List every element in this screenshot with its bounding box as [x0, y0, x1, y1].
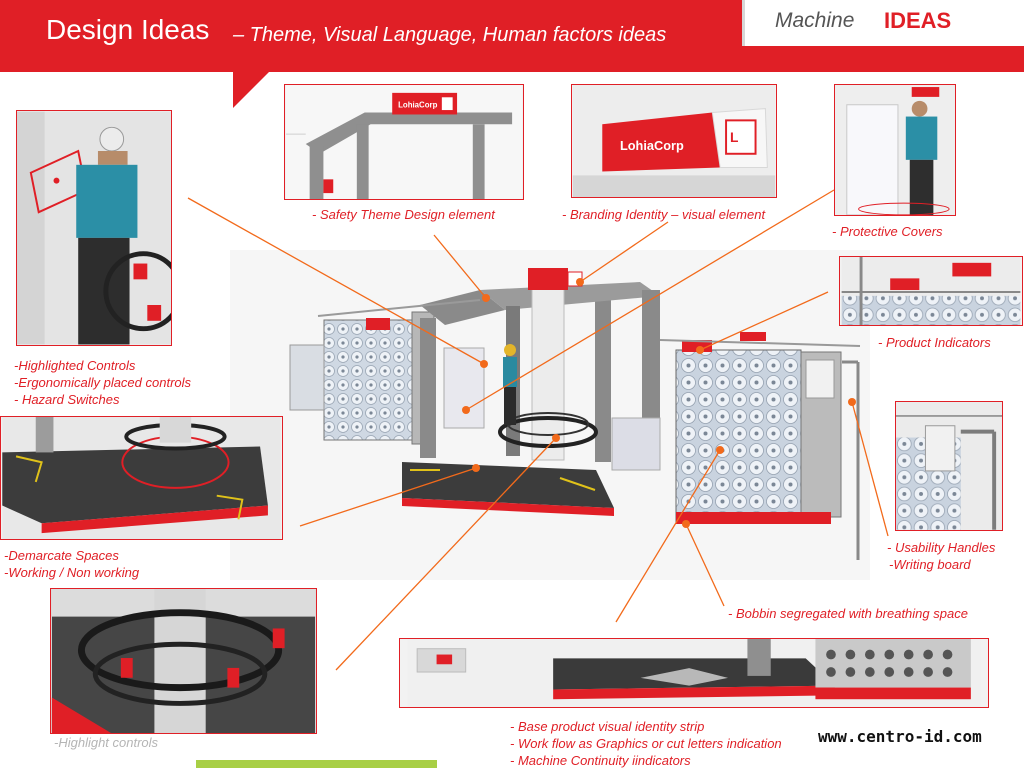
label-highlight-controls: -Highlight controls	[54, 735, 159, 750]
label-usability-handles: - Usability Handles	[887, 540, 996, 555]
detail-highlight-controls-ring	[50, 588, 317, 734]
footer-url: www.centro-id.com	[818, 727, 982, 746]
label-safety-theme: - Safety Theme Design element	[312, 207, 495, 222]
label-base-identity-strip: - Base product visual identity strip	[510, 719, 705, 734]
detail-usability-handles	[895, 401, 1003, 531]
detail-highlighted-controls	[16, 110, 172, 346]
label-hazard-switches: - Hazard Switches	[14, 392, 120, 407]
badge-highlight: IDEAS	[884, 8, 952, 33]
label-work-flow: - Work flow as Graphics or cut letters i…	[510, 736, 782, 751]
label-product-indicators: - Product Indicators	[878, 335, 991, 350]
footer-accent-bar	[196, 760, 437, 768]
label-working-non-working: -Working / Non working	[4, 565, 140, 580]
detail-demarcate-spaces	[0, 416, 283, 540]
label-branding-identity: - Branding Identity – visual element	[562, 207, 766, 222]
badge-prefix: Machine	[775, 9, 855, 32]
detail-product-indicators	[839, 256, 1023, 326]
label-ergonomic-controls: -Ergonomically placed controls	[14, 375, 192, 390]
detail-protective-covers	[834, 84, 956, 216]
label-highlighted-controls: -Highlighted Controls	[14, 358, 136, 373]
label-protective-covers: - Protective Covers	[832, 224, 943, 239]
label-writing-board: -Writing board	[889, 557, 971, 572]
section-badge	[742, 0, 1024, 46]
label-demarcate-spaces: -Demarcate Spaces	[4, 548, 119, 563]
gantry-brand-text: LohiaCorp	[398, 101, 437, 110]
label-machine-continuity: - Machine Continuity iindicators	[510, 753, 691, 768]
lohia-logo-glyph: L	[730, 130, 738, 145]
page-subtitle: – Theme, Visual Language, Human factors …	[233, 24, 667, 46]
detail-gantry-safety-theme: LohiaCorp	[284, 84, 524, 200]
detail-branding-identity: L LohiaCorp	[571, 84, 777, 198]
page-title: Design Ideas	[46, 14, 210, 45]
header-tab	[233, 72, 269, 108]
branding-logo-text: LohiaCorp	[620, 138, 684, 153]
detail-base-identity-strip	[399, 638, 989, 708]
label-bobbin-segregated: - Bobbin segregated with breathing space	[728, 606, 968, 621]
